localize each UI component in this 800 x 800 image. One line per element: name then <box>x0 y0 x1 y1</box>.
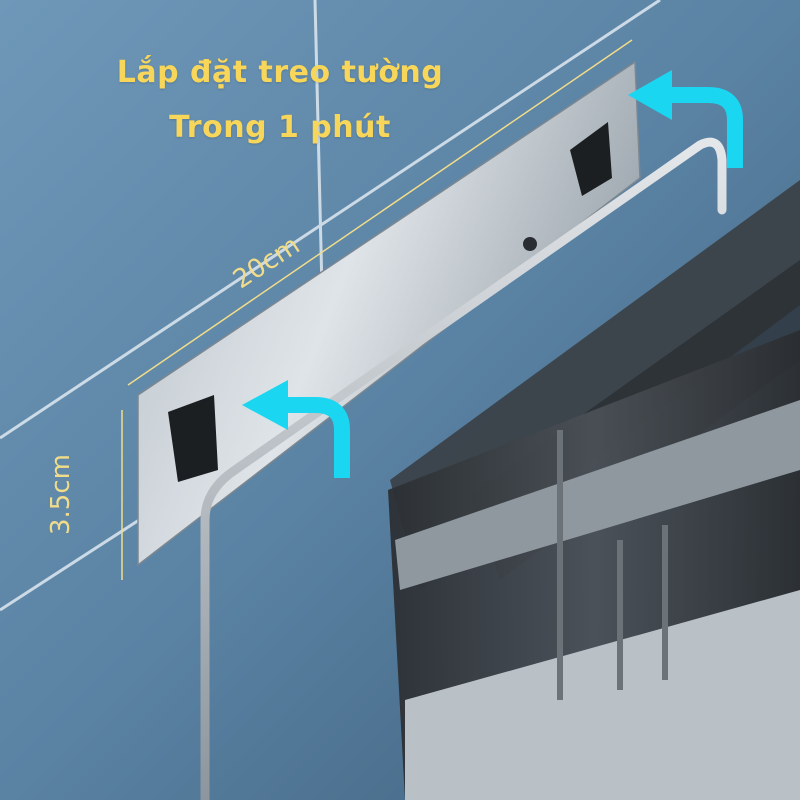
hook-top <box>570 122 612 196</box>
screw-hole <box>523 237 537 251</box>
dimension-lines <box>121 39 633 580</box>
curved-arrow-icon <box>628 70 672 120</box>
curved-arrow-icon <box>288 397 350 478</box>
height-dimension-label: 3.5cm <box>46 454 76 535</box>
curved-arrow-icon <box>672 87 743 168</box>
hook-bottom <box>168 395 218 482</box>
wire-frame <box>200 137 727 800</box>
caption-line-2: Trong 1 phút <box>169 110 391 145</box>
mounting-plate <box>137 60 641 567</box>
holder-rim <box>395 400 800 590</box>
caption-line-1: Lắp đặt treo tường <box>116 55 444 90</box>
holder-dividers <box>557 430 668 700</box>
curved-arrow-icon <box>242 380 288 430</box>
holder-base <box>405 590 800 800</box>
